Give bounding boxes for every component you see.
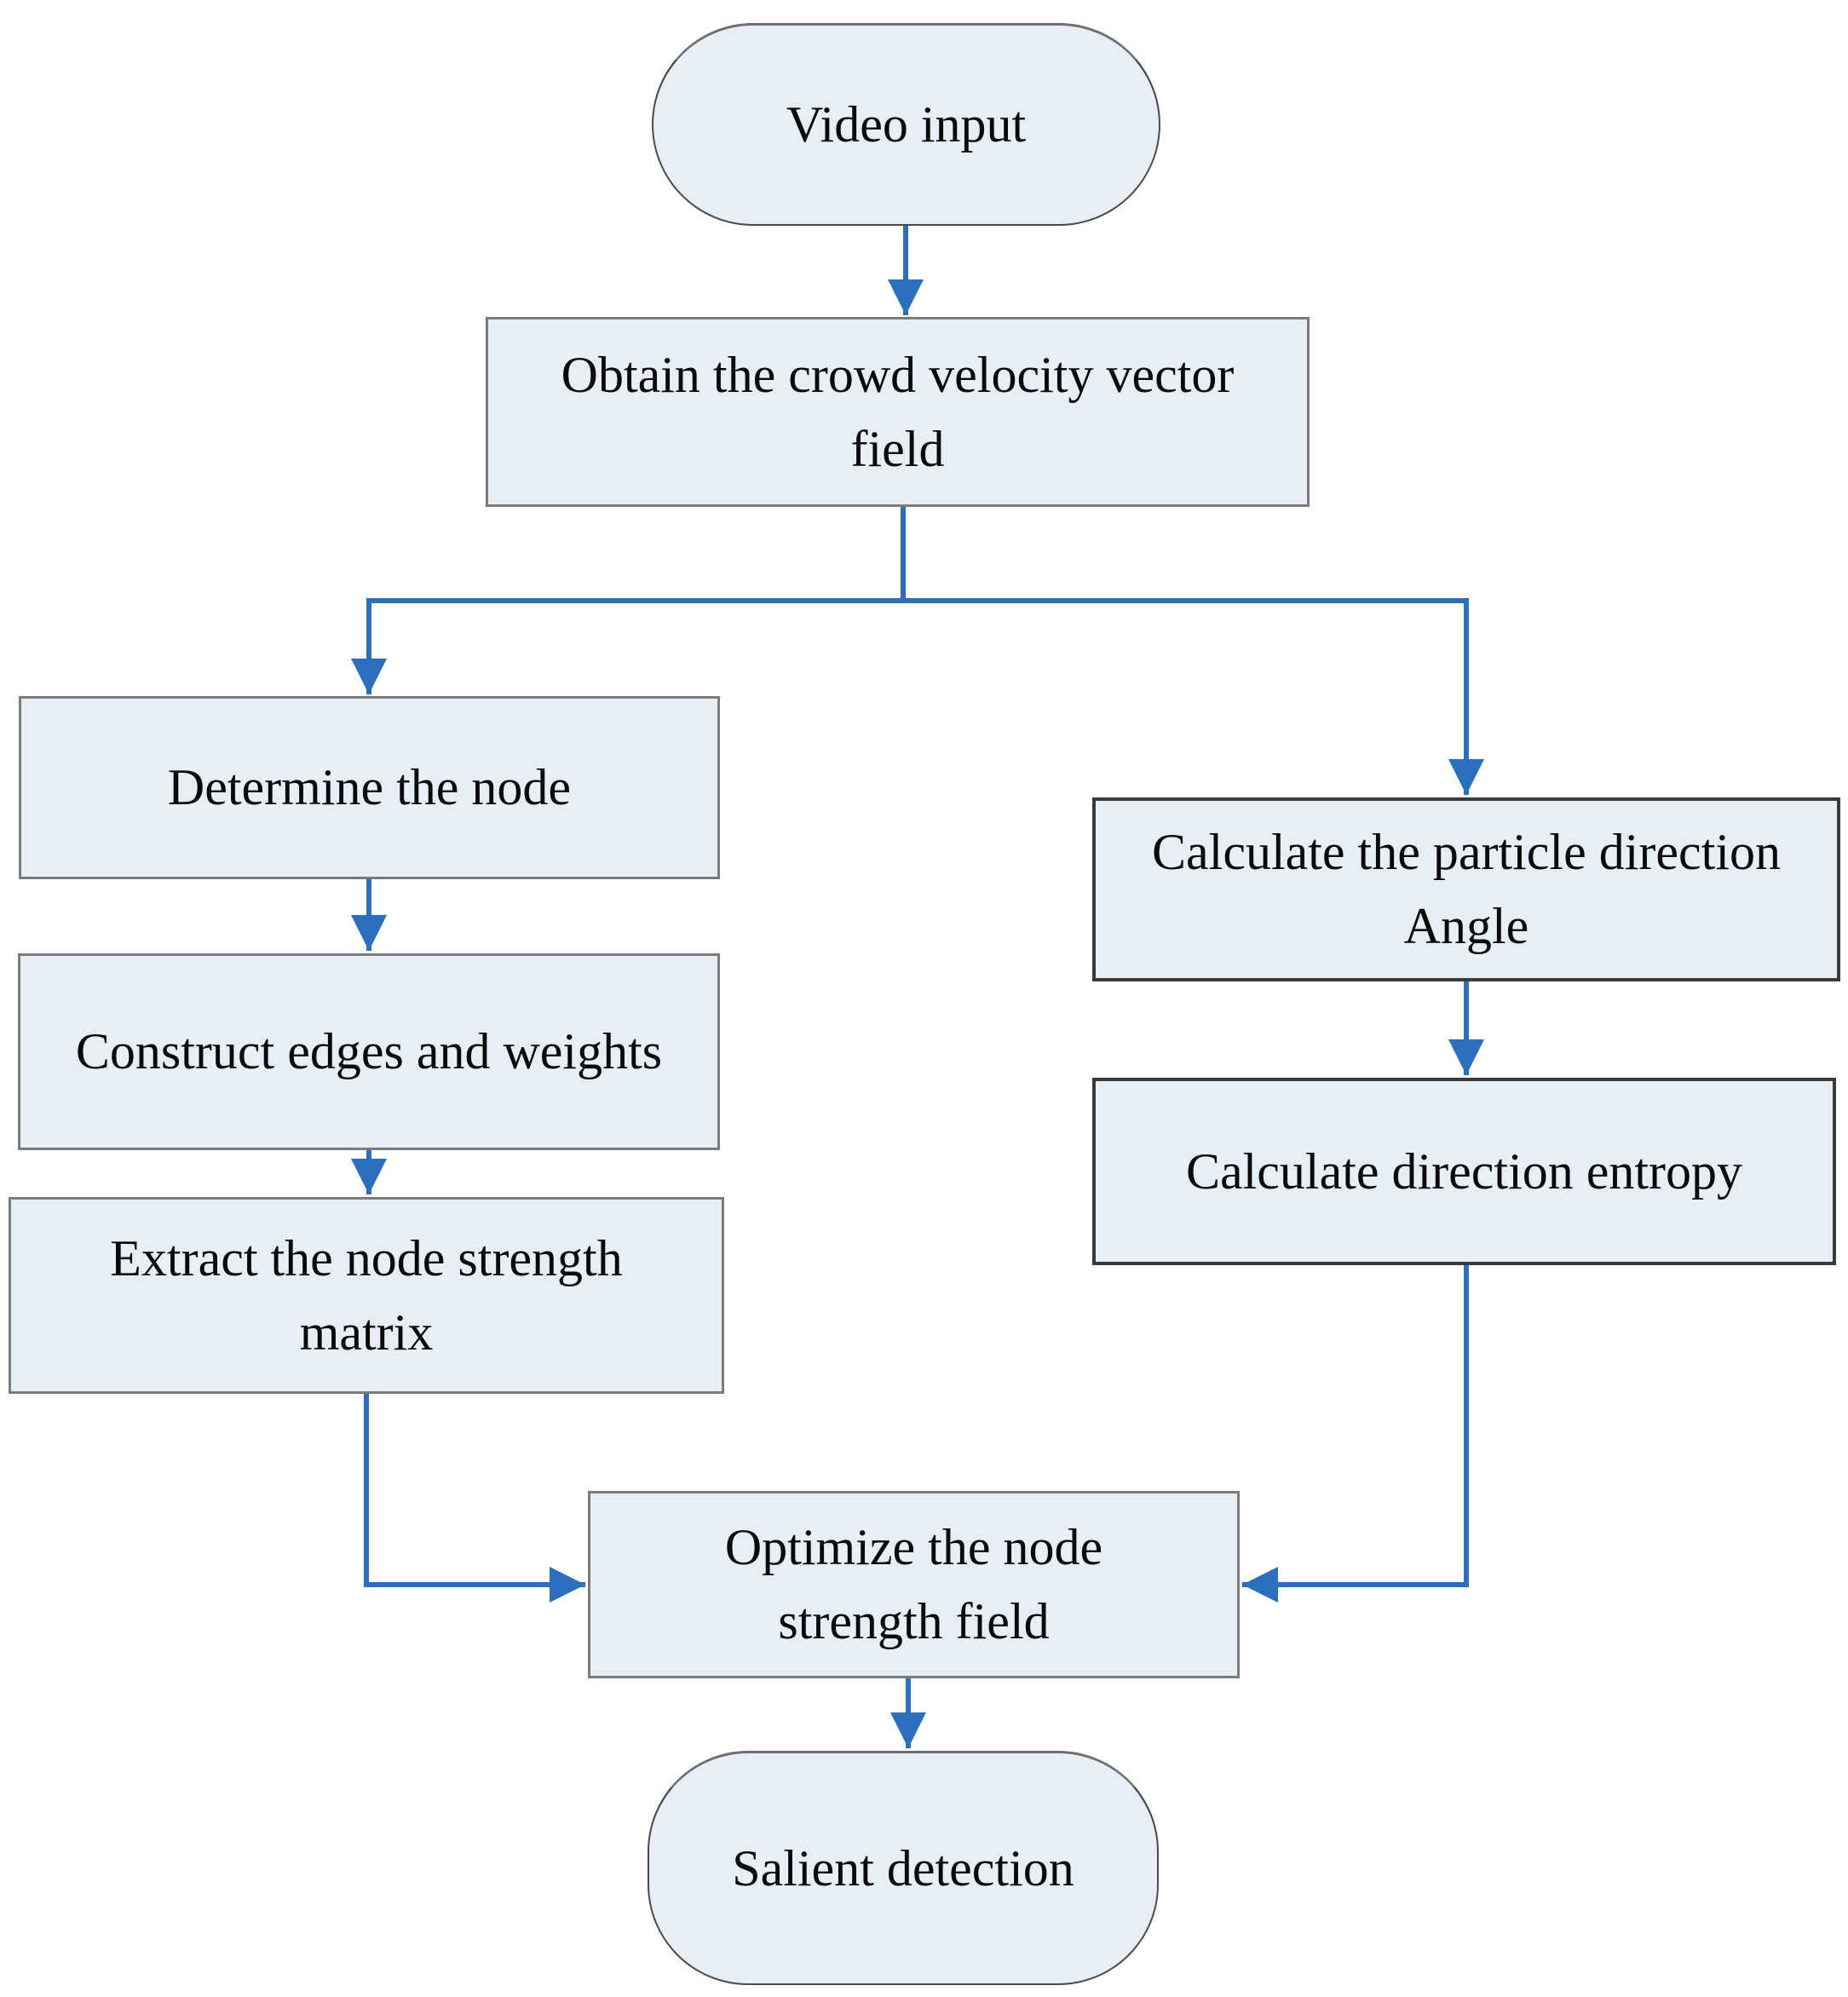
node-calculate-particle-direction-angle: Calculate the particle direction Angle xyxy=(1092,797,1840,981)
node-salient-detection: Salient detection xyxy=(648,1751,1159,1985)
node-determine-the-node: Determine the node xyxy=(19,696,720,879)
node-construct-edges-and-weights: Construct edges and weights xyxy=(18,953,720,1150)
edge-extract-to-optimize xyxy=(364,1394,585,1603)
node-optimize-node-strength-field: Optimize the node strength field xyxy=(588,1491,1240,1678)
edge-entropy-to-optimize xyxy=(1242,1265,1469,1603)
node-obtain-crowd-velocity-field: Obtain the crowd velocity vector field xyxy=(486,317,1310,507)
node-calculate-direction-entropy: Calculate direction entropy xyxy=(1092,1078,1836,1265)
node-extract-node-strength-matrix: Extract the node strength matrix xyxy=(9,1197,724,1394)
node-video-input: Video input xyxy=(652,23,1160,226)
